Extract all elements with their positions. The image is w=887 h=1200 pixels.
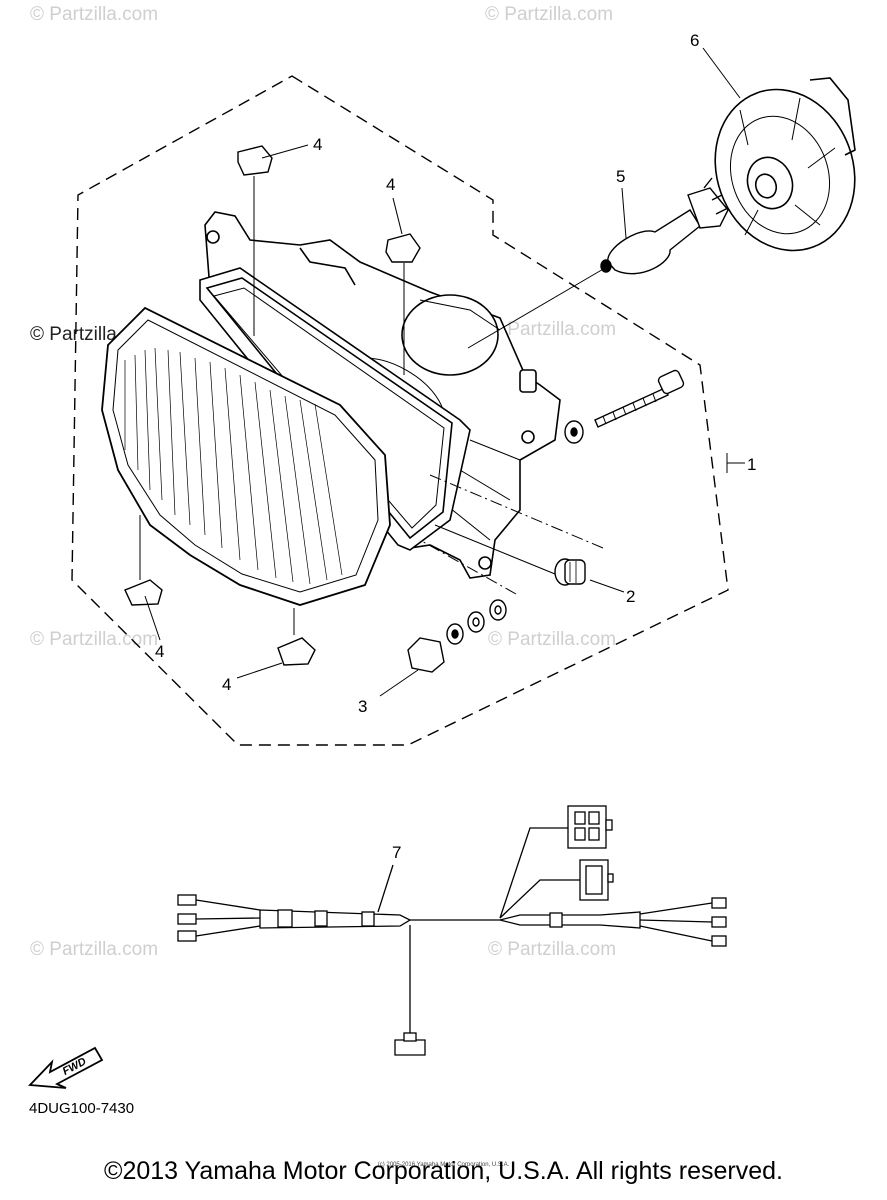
callout-4-bottom-left: 4: [155, 642, 164, 661]
socket-grommet: [554, 558, 586, 586]
fwd-arrow: FWD: [28, 1046, 104, 1089]
callouts: 1 2 3 4 4 4 4 5 6 7: [155, 31, 756, 862]
copyright-notice: ©2013 Yamaha Motor Corporation, U.S.A. A…: [104, 1157, 783, 1185]
watermark: © Partzilla.com: [488, 319, 616, 340]
wire-harness: [177, 805, 727, 1056]
bulb-cover: [714, 77, 856, 252]
callout-2: 2: [626, 587, 635, 606]
watermark: © Partzilla.com: [488, 939, 616, 960]
callout-4-bottom-mid: 4: [222, 675, 231, 694]
watermark: © Partzilla.com: [488, 629, 616, 650]
callout-5: 5: [616, 167, 625, 186]
callout-6: 6: [690, 31, 699, 50]
headlight-lens: [101, 306, 391, 606]
assembly-boundary: [71, 75, 729, 746]
watermark: © Partzilla.com: [30, 4, 158, 25]
watermark: © Partzilla.com: [485, 4, 613, 25]
fine-print: (c) 2005-2016 Yamaha Motor Corporation, …: [377, 1162, 510, 1168]
callout-4-top-left: 4: [313, 135, 322, 154]
headlight-bulb: [600, 177, 733, 275]
callout-4-top-mid: 4: [386, 175, 395, 194]
leader-lines: [139, 47, 745, 697]
clips: [124, 145, 421, 666]
clip-top-left: [237, 145, 273, 176]
callout-1: 1: [747, 455, 756, 474]
adjuster-set: [407, 599, 507, 673]
callout-3: 3: [358, 697, 367, 716]
watermark: © Partzilla.com: [30, 939, 158, 960]
clip-top-mid: [385, 233, 421, 263]
diagram-code: 4DUG100-7430: [29, 1100, 135, 1117]
clip-bottom-mid: [277, 637, 316, 666]
clip-bottom-left: [124, 579, 163, 606]
callout-7: 7: [392, 843, 401, 862]
adjusting-bolt: [564, 369, 685, 444]
